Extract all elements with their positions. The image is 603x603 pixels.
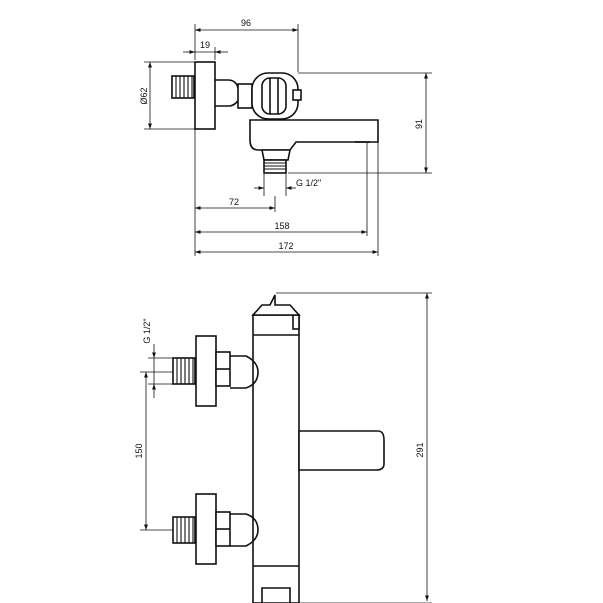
dim-150-label: 150 — [134, 443, 144, 458]
thermostat-body — [251, 294, 301, 603]
dim-72-label: 72 — [229, 197, 239, 207]
eccentric-connector — [215, 79, 241, 107]
dim-291-label: 291 — [415, 442, 425, 457]
shower-outlet-thread — [263, 159, 287, 174]
dim-19-label: 19 — [200, 40, 210, 50]
front-view: G 1/2" 150 291 — [134, 292, 432, 603]
dim-96-label: 96 — [241, 18, 251, 28]
thermostatic-handle — [251, 72, 302, 120]
connector-nut — [237, 83, 253, 109]
dim-thread-top-label: G 1/2" — [296, 178, 321, 188]
spout-front — [298, 430, 385, 471]
dim-thread-front-label: G 1/2" — [142, 318, 152, 343]
dim-diameter-62-label: Ø62 — [139, 87, 149, 104]
upper-inlet — [172, 335, 259, 407]
dim-158-label: 158 — [274, 221, 289, 231]
wall-flange — [194, 61, 216, 130]
dim-91-label: 91 — [414, 119, 424, 129]
top-view: 96 19 Ø62 91 G 1/2" 72 158 — [139, 18, 432, 256]
threaded-inlet — [171, 75, 195, 99]
bath-spout — [249, 119, 379, 161]
lower-inlet — [172, 493, 259, 565]
dim-172-label: 172 — [278, 241, 293, 251]
